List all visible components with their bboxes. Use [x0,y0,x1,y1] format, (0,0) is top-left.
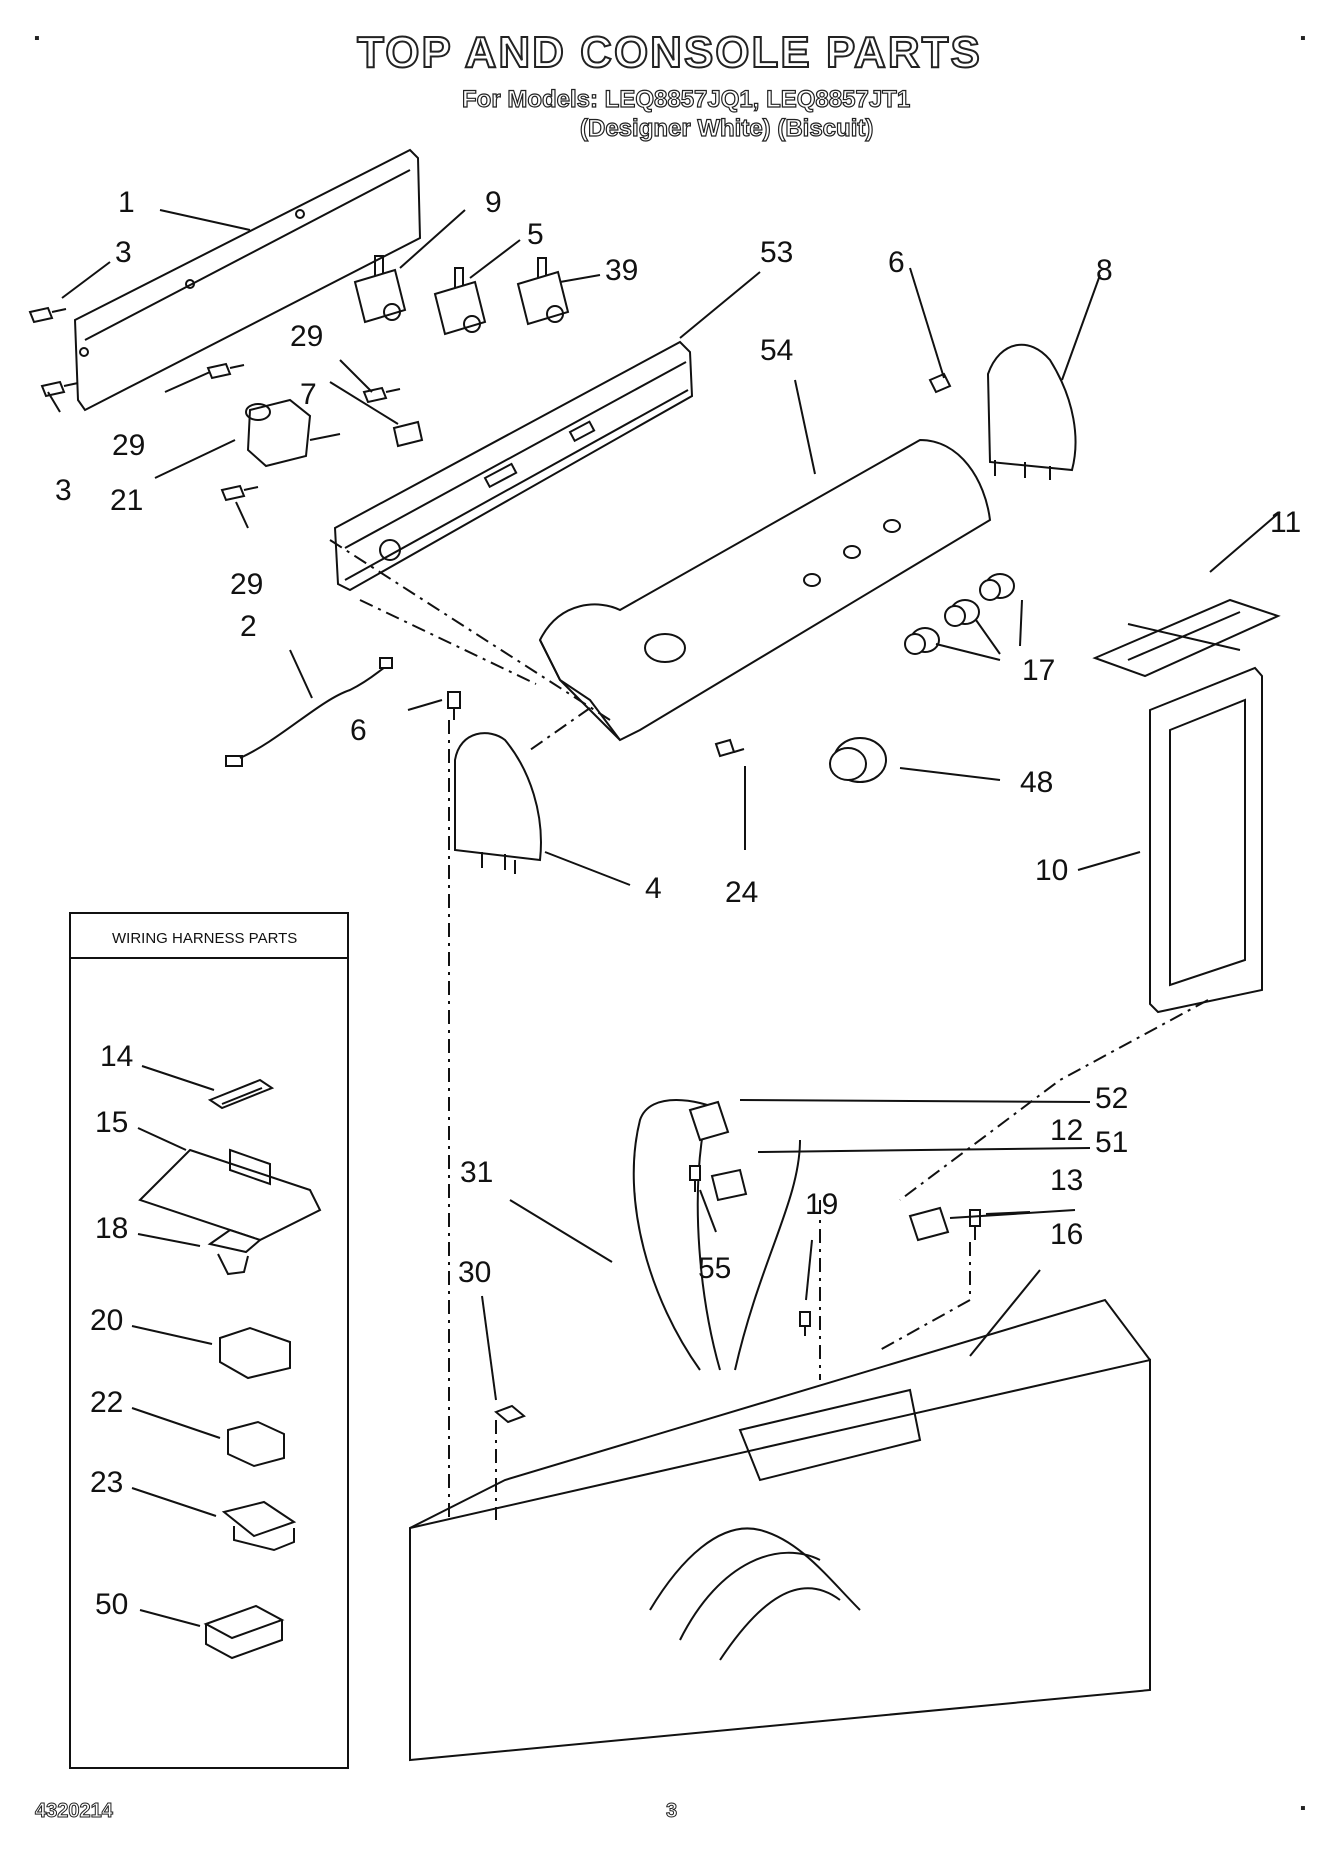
corner-mark-tl: ▪ [34,30,40,47]
callout-6-upper: 6 [888,246,905,279]
callout-7: 7 [300,378,317,411]
callout-16: 16 [1050,1218,1083,1251]
harness-callout-14: 14 [100,1040,133,1073]
screw-13 [969,1209,981,1240]
screw-6-upper [928,372,952,394]
knob-17-a [979,573,1015,601]
page-number: 3 [665,1800,678,1823]
callout-29-b: 29 [230,568,263,601]
screw-3-top [28,306,67,324]
harness-leaders [131,1065,221,1627]
main-harness-31 [632,1099,861,1661]
screw-55 [689,1165,701,1192]
callout-52: 52 [1095,1082,1128,1115]
harness-callout-50: 50 [95,1588,128,1621]
callout-8: 8 [1096,254,1113,287]
screw-19 [799,1311,811,1336]
doc-number: 4320214 [35,1800,114,1823]
harness-part-14 [207,1078,275,1110]
callout-19: 19 [805,1188,838,1221]
colors-line: (Designer White) (Biscuit) [579,114,874,142]
callout-4: 4 [645,872,662,905]
harness-part-50 [203,1604,285,1660]
callout-1: 1 [118,186,135,219]
clip-30 [494,1404,526,1424]
knob-17-c [904,627,940,655]
bracket-52 [688,1100,730,1142]
callout-2: 2 [240,610,257,643]
wire-harness-2 [225,657,393,767]
assembly-guides [329,539,1209,1520]
end-cap-8 [986,343,1077,480]
harness-callout-22: 22 [90,1386,123,1419]
callout-17: 17 [1022,654,1055,687]
screw-29-b [362,386,401,404]
callout-24: 24 [725,876,758,909]
dryer-top-16 [409,1298,1151,1762]
callout-12: 12 [1050,1114,1083,1147]
callout-10: 10 [1035,854,1068,887]
corner-mark-tr: ▪ [1300,30,1306,47]
bracket-51 [710,1168,748,1202]
callout-3-top: 3 [115,236,132,269]
knob-17-b [944,599,980,627]
callout-3-bottom: 3 [55,474,72,507]
console-panel-54 [538,438,992,742]
end-cap-4 [454,732,542,874]
leader-lines [47,209,1281,1401]
callout-9: 9 [485,186,502,219]
knob-48 [829,737,887,783]
screw-6-lower [447,691,461,720]
timer-21 [245,398,341,468]
callout-51: 51 [1095,1126,1128,1159]
harness-callout-18: 18 [95,1212,128,1245]
harness-part-15 [138,1148,322,1242]
callout-5: 5 [527,218,544,251]
callout-labels: 1 3 29 3 21 29 29 7 9 5 39 53 54 6 8 11 … [55,186,1301,1621]
callout-54: 54 [760,334,793,367]
screw-24 [714,738,745,758]
callout-29-a: 29 [112,429,145,462]
callout-21: 21 [110,484,143,517]
console-back-plate [73,148,422,412]
wiring-harness-box [69,912,349,1769]
control-bracket-53 [333,340,694,592]
callout-53: 53 [760,236,793,269]
callout-13: 13 [1050,1164,1083,1197]
switch-39 [516,257,570,326]
clip-7 [392,420,424,448]
harness-part-23 [221,1500,297,1552]
harness-callout-20: 20 [90,1304,123,1337]
callout-55: 55 [698,1252,731,1285]
models-line: For Models: LEQ8857JQ1, LEQ8857JT1 [461,85,911,113]
screw-3-bottom [40,380,79,398]
lint-cover-11 [1092,598,1281,678]
callout-30: 30 [458,1256,491,1289]
screw-29-c [220,484,259,502]
clip-12 [908,1206,950,1242]
harness-callout-15: 15 [95,1106,128,1139]
harness-box-heading: WIRING HARNESS PARTS [112,930,297,947]
harness-part-20 [219,1326,291,1380]
callout-11: 11 [1270,506,1301,539]
callout-6-lower: 6 [350,714,367,747]
callout-48: 48 [1020,766,1053,799]
screw-29-a [206,362,245,380]
harness-part-18 [207,1228,262,1276]
page-title: TOP AND CONSOLE PARTS [356,27,982,78]
harness-part-22 [227,1420,285,1468]
corner-mark-br: ▪ [1300,1800,1306,1817]
switch-5 [433,267,487,336]
callout-39: 39 [605,254,638,287]
harness-callout-23: 23 [90,1466,123,1499]
switch-9 [353,255,407,324]
lint-filter-10 [1149,666,1263,1014]
callout-29-c: 29 [290,320,323,353]
callout-31: 31 [460,1156,493,1189]
